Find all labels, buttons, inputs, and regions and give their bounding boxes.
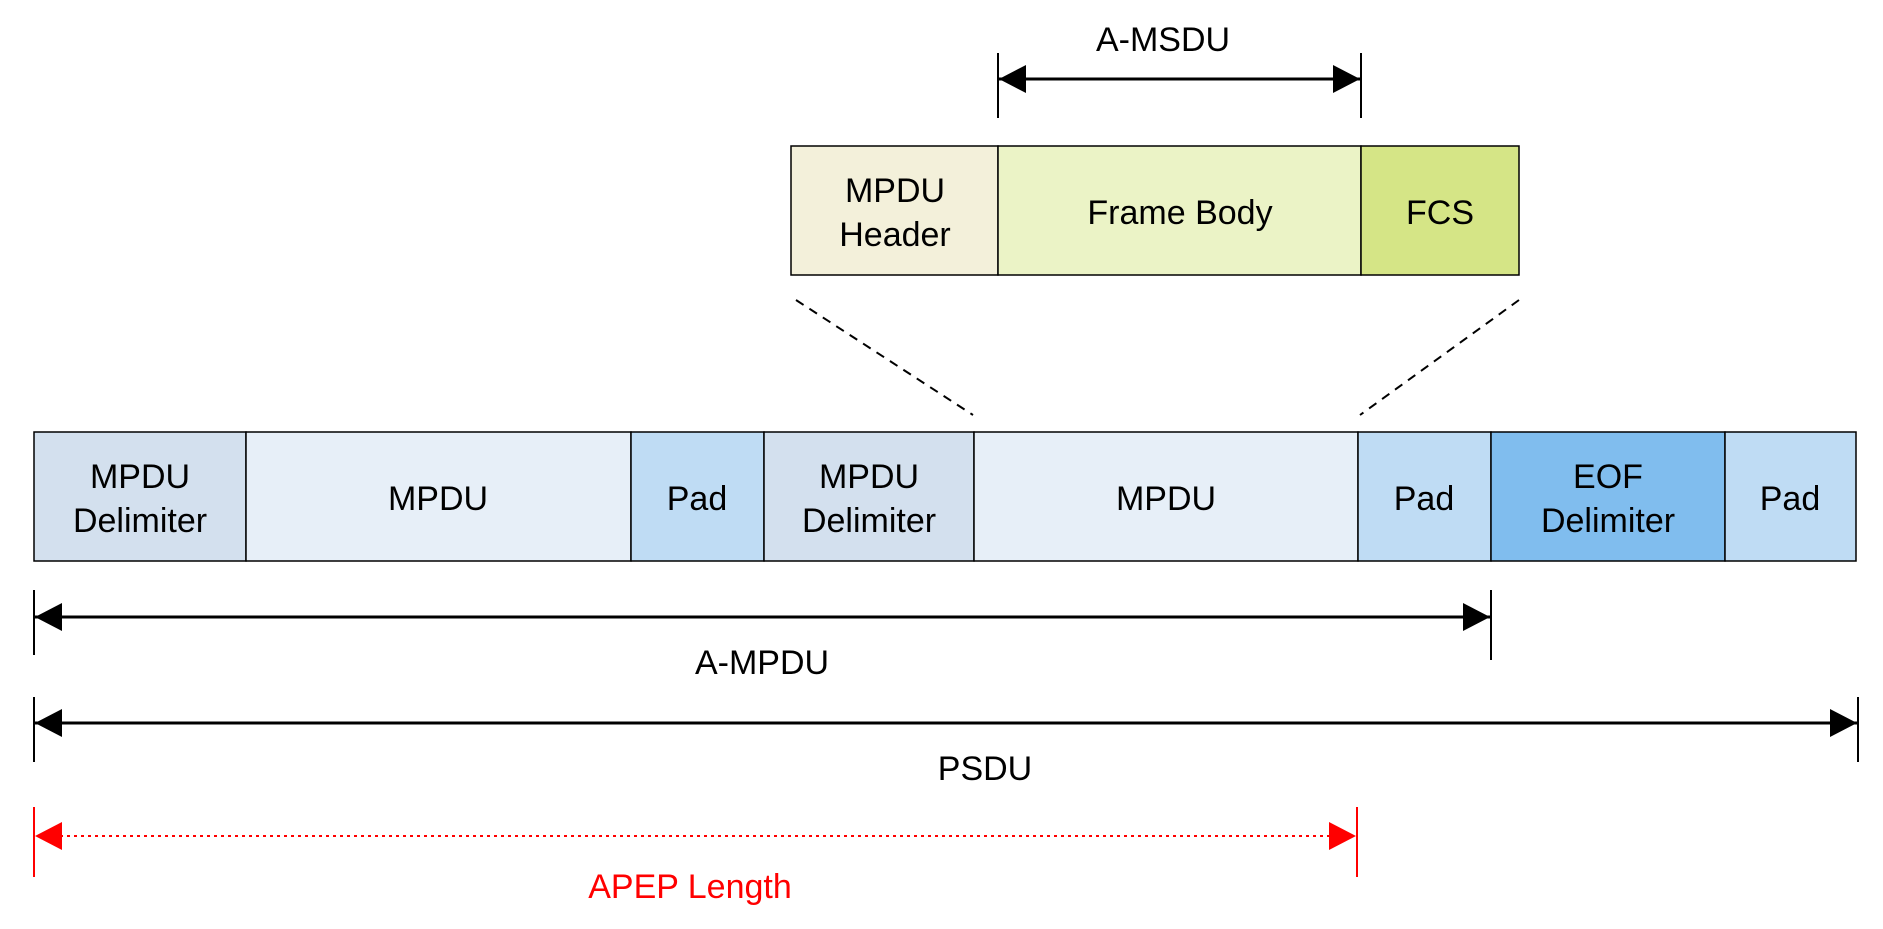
- a-msdu-frame: MPDU Header Frame Body FCS: [790, 145, 1520, 276]
- mpdu-box-2: [973, 431, 1359, 562]
- mpdu-cell-1: MPDU: [245, 431, 632, 562]
- a-msdu-dimension: A-MSDU: [997, 21, 1362, 118]
- apep-arrowhead-left: [35, 822, 62, 850]
- apep-arrowhead-right: [1329, 822, 1356, 850]
- mpdu-header-line-2: Header: [839, 216, 951, 254]
- pad-cell-3: Pad: [1724, 431, 1857, 562]
- mpdu-1-label: MPDU: [388, 480, 488, 518]
- mpdu-cell-2: MPDU: [973, 431, 1359, 562]
- apep-length-label: APEP Length: [588, 868, 792, 906]
- a-msdu-arrowhead-left: [999, 65, 1026, 93]
- pad-cell-1: Pad: [630, 431, 765, 562]
- pad-box-3: [1724, 431, 1857, 562]
- psdu-dimension: PSDU: [33, 697, 1859, 788]
- pad-box-2: [1357, 431, 1492, 562]
- mpdu-delimiter-cell-2: MPDU Delimiter: [763, 431, 975, 562]
- pad-box-1: [630, 431, 765, 562]
- fcs-cell: FCS: [1360, 145, 1520, 276]
- frame-body-label: Frame Body: [1087, 194, 1272, 232]
- a-msdu-label: A-MSDU: [1096, 21, 1230, 59]
- psdu-row: MPDU Delimiter MPDU Pad MPDU Delimiter M…: [33, 431, 1857, 562]
- mpdu-delimiter-box-2: [763, 431, 975, 562]
- eof-delimiter-cell: EOF Delimiter: [1490, 431, 1726, 562]
- mpdu-header-line-1: MPDU: [845, 172, 945, 210]
- pad-2-label: Pad: [1394, 480, 1455, 518]
- a-mpdu-label: A-MPDU: [695, 644, 829, 682]
- frame-body-box: [997, 145, 1362, 276]
- mpdu-box-1: [245, 431, 632, 562]
- frame-body-cell: Frame Body: [997, 145, 1362, 276]
- a-mpdu-arrowhead-right: [1463, 603, 1490, 631]
- mpdu-2-label: MPDU: [1116, 480, 1216, 518]
- eof-delimiter-line-2: Delimiter: [1541, 502, 1675, 540]
- eof-delimiter-line-1: EOF: [1573, 458, 1643, 496]
- zoom-line-right: [1359, 299, 1520, 416]
- fcs-label: FCS: [1406, 194, 1474, 232]
- a-mpdu-dimension: A-MPDU: [33, 590, 1492, 682]
- pad-3-label: Pad: [1760, 480, 1821, 518]
- apep-length-dimension: APEP Length: [33, 807, 1358, 906]
- eof-delimiter-box: [1490, 431, 1726, 562]
- psdu-label: PSDU: [938, 750, 1032, 788]
- pad-cell-2: Pad: [1357, 431, 1492, 562]
- mpdu-delimiter-box-1: [33, 431, 247, 562]
- mpdu-delimiter-2-line-1: MPDU: [819, 458, 919, 496]
- fcs-box: [1360, 145, 1520, 276]
- a-mpdu-arrowhead-left: [35, 603, 62, 631]
- zoom-line-left: [795, 299, 974, 416]
- mpdu-delimiter-cell-1: MPDU Delimiter: [33, 431, 247, 562]
- mpdu-delimiter-1-line-2: Delimiter: [73, 502, 207, 540]
- mpdu-header-box: [790, 145, 999, 276]
- mpdu-header-cell: MPDU Header: [790, 145, 999, 276]
- mpdu-delimiter-2-line-2: Delimiter: [802, 502, 936, 540]
- a-msdu-arrowhead-right: [1333, 65, 1360, 93]
- psdu-arrowhead-right: [1830, 709, 1857, 737]
- psdu-arrowhead-left: [35, 709, 62, 737]
- mpdu-delimiter-1-line-1: MPDU: [90, 458, 190, 496]
- pad-1-label: Pad: [667, 480, 728, 518]
